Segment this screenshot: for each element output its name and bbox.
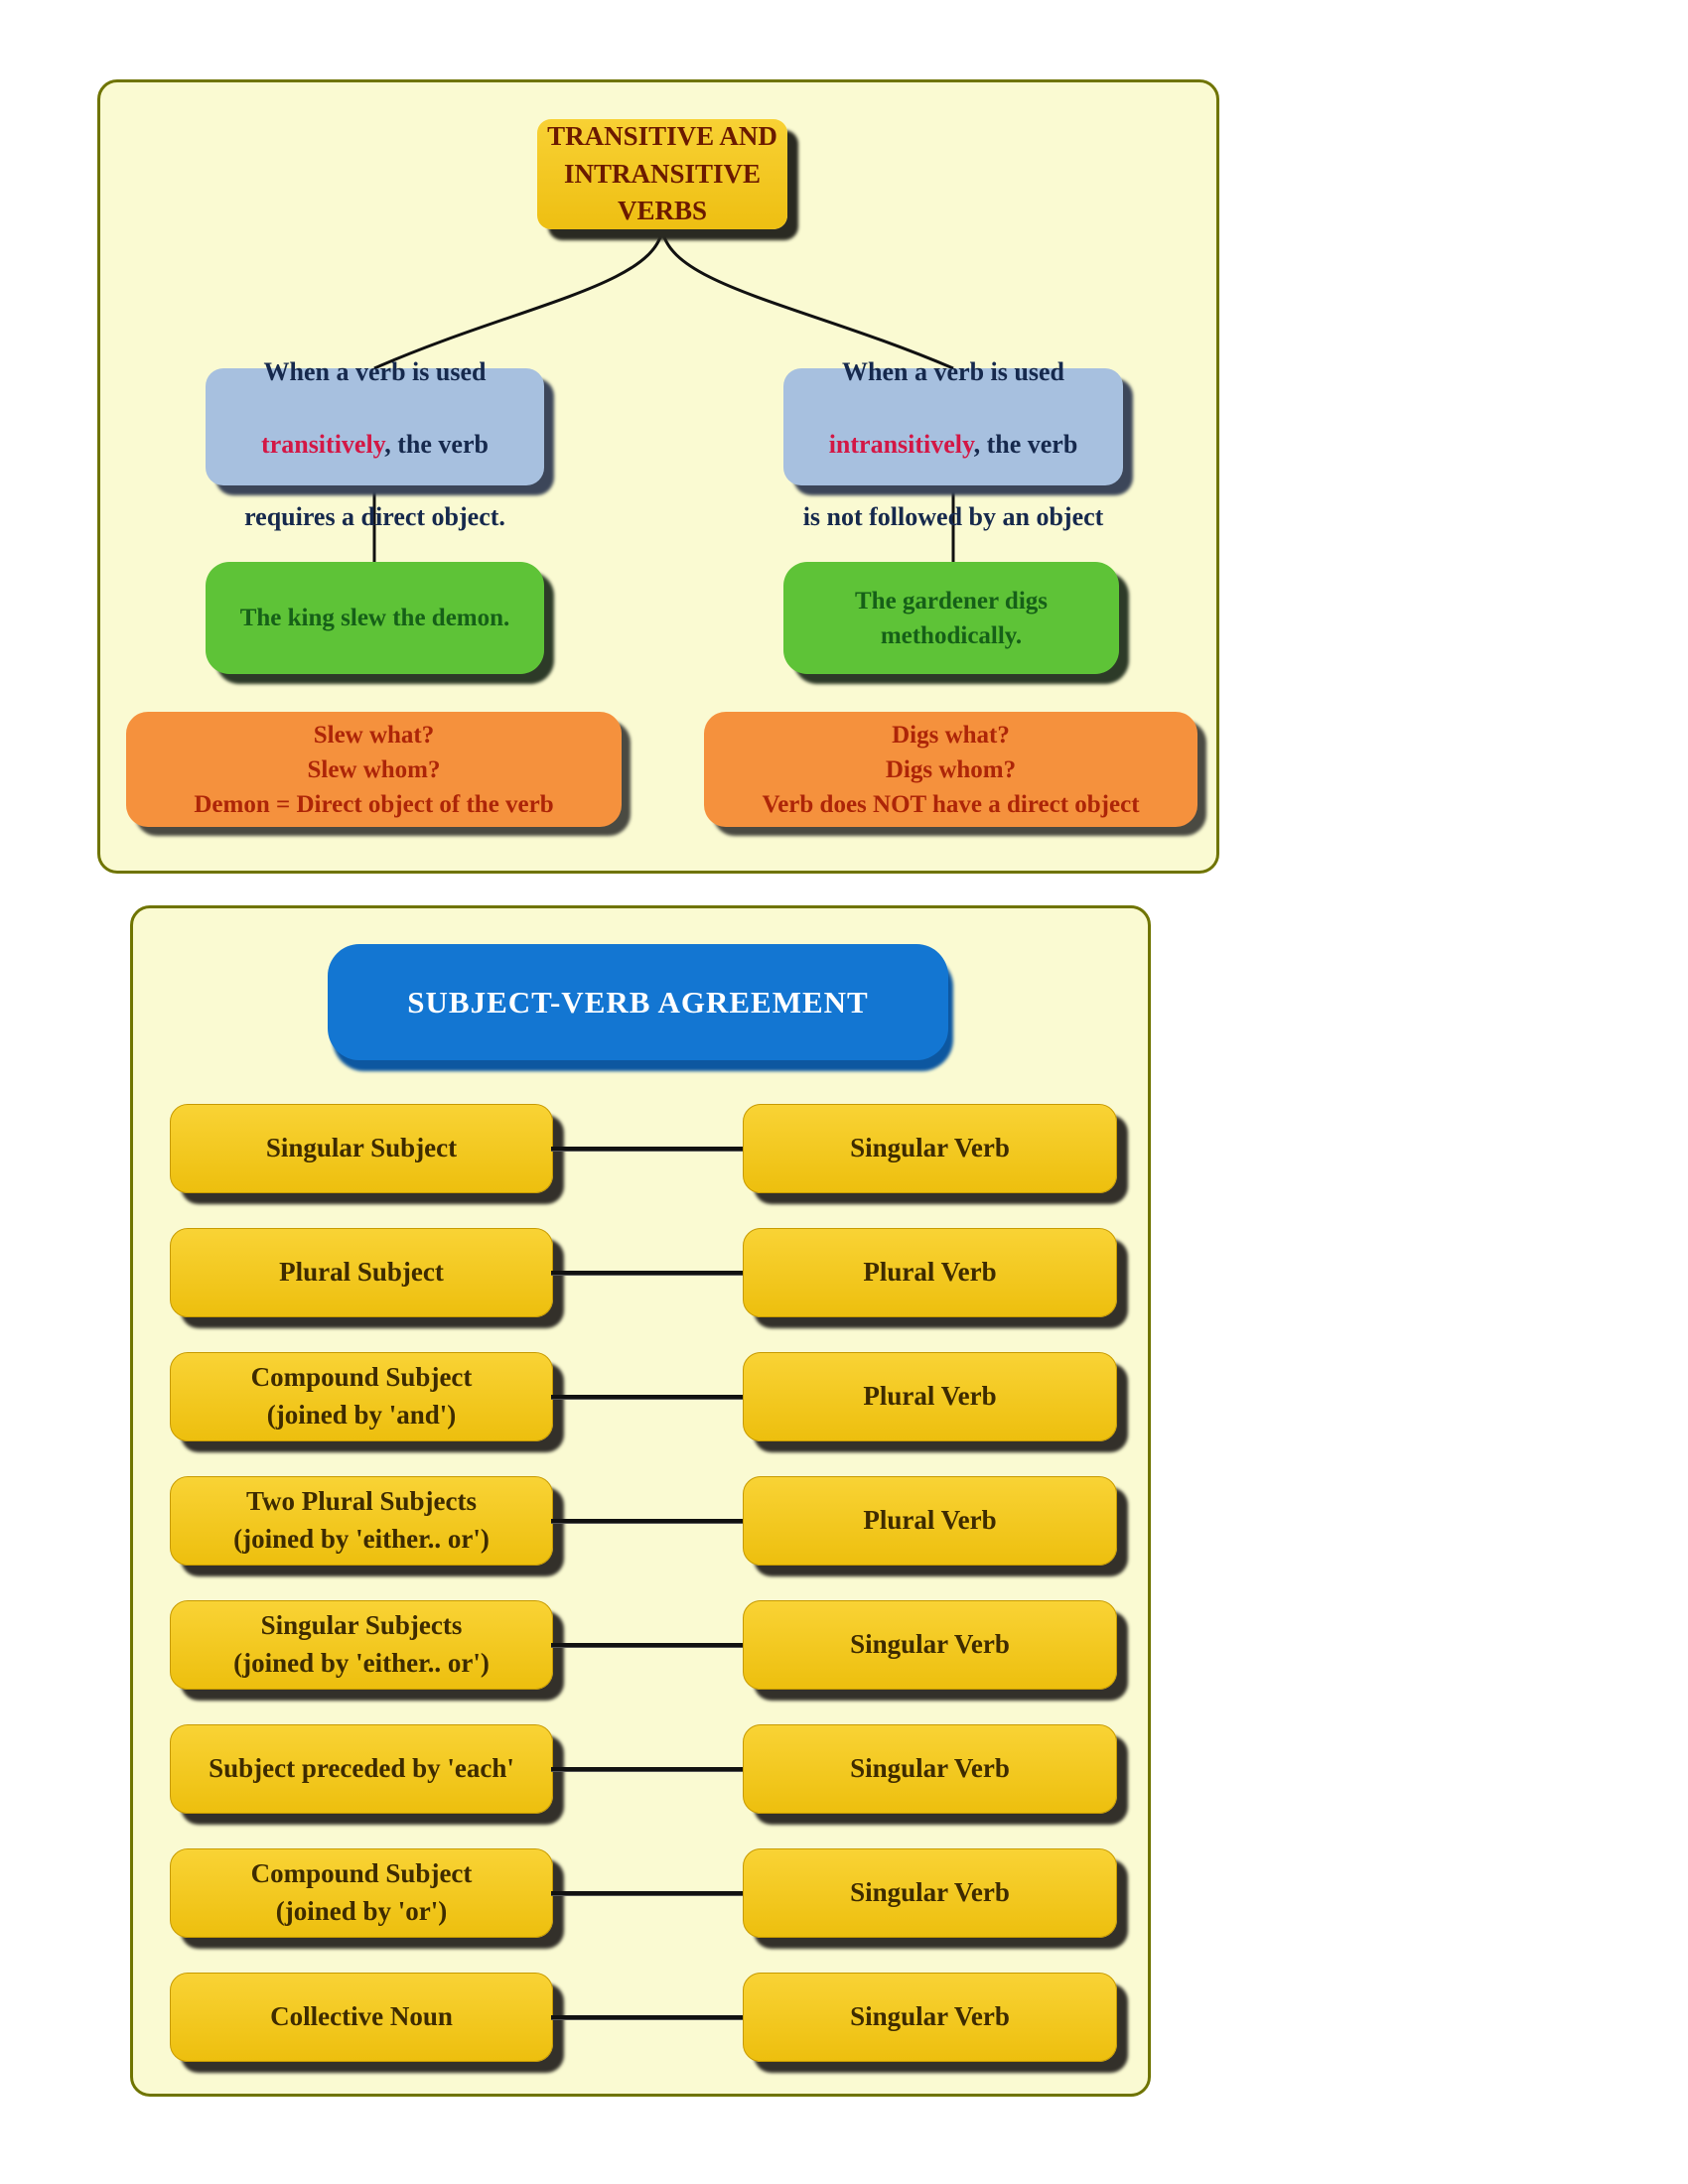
intransitive-example-box: The gardener digs methodically. [783, 562, 1119, 674]
agreement-row: Singular Subject Singular Verb [133, 1089, 1154, 1208]
definition-line2-rest: , the verb [973, 430, 1078, 459]
agreement-row: Collective Noun Singular Verb [133, 1958, 1154, 2077]
agreement-row: Plural Subject Plural Verb [133, 1213, 1154, 1332]
row-connector-line [551, 1395, 743, 1400]
subject-box: Compound Subject (joined by 'or') [170, 1848, 553, 1938]
verb-box: Singular Verb [743, 1973, 1117, 2062]
subject-box: Plural Subject [170, 1228, 553, 1317]
row-connector-line [551, 1643, 743, 1648]
definition-line1: When a verb is used [263, 357, 487, 387]
definition-line1: When a verb is used [842, 357, 1064, 387]
intransitive-analysis-box: Digs what? Digs whom? Verb does NOT have… [704, 712, 1197, 827]
verb-box: Plural Verb [743, 1228, 1117, 1317]
definition-line3: is not followed by an object [802, 501, 1104, 531]
subject-box: Collective Noun [170, 1973, 553, 2062]
subject-verb-agreement-title: SUBJECT-VERB AGREEMENT [328, 944, 948, 1060]
subject-box: Subject preceded by 'each' [170, 1724, 553, 1814]
subject-verb-agreement-panel: SUBJECT-VERB AGREEMENT Singular Subject … [130, 905, 1151, 2097]
verb-box: Plural Verb [743, 1352, 1117, 1441]
verb-box: Singular Verb [743, 1724, 1117, 1814]
row-connector-line [551, 1891, 743, 1896]
row-connector-line [551, 2015, 743, 2020]
definition-line2-rest: , the verb [384, 430, 489, 459]
verb-box: Singular Verb [743, 1600, 1117, 1690]
transitive-analysis-box: Slew what? Slew whom? Demon = Direct obj… [126, 712, 622, 827]
agreement-row: Subject preceded by 'each' Singular Verb [133, 1709, 1154, 1829]
transitive-definition-text: When a verb is used transitively, the ve… [244, 319, 505, 535]
verb-box: Singular Verb [743, 1104, 1117, 1193]
verb-box: Plural Verb [743, 1476, 1117, 1566]
transitive-definition-box: When a verb is used transitively, the ve… [206, 357, 544, 531]
transitively-highlight: transitively [261, 430, 385, 459]
row-connector-line [551, 1271, 743, 1276]
subject-box: Singular Subjects (joined by 'either.. o… [170, 1600, 553, 1690]
verb-box: Singular Verb [743, 1848, 1117, 1938]
agreement-row: Two Plural Subjects (joined by 'either..… [133, 1461, 1154, 1580]
row-connector-line [551, 1147, 743, 1152]
intransitively-highlight: intransitively [828, 430, 974, 459]
transitive-verbs-title: TRANSITIVE AND INTRANSITIVE VERBS [537, 119, 787, 229]
definition-line3: requires a direct object. [244, 501, 505, 531]
agreement-row: Compound Subject (joined by 'or') Singul… [133, 1834, 1154, 1953]
intransitive-definition-box: When a verb is used intransitively, the … [783, 357, 1123, 531]
subject-box: Singular Subject [170, 1104, 553, 1193]
row-connector-line [551, 1767, 743, 1772]
subject-box: Compound Subject (joined by 'and') [170, 1352, 553, 1441]
transitive-example-box: The king slew the demon. [206, 562, 544, 674]
row-connector-line [551, 1519, 743, 1524]
subject-box: Two Plural Subjects (joined by 'either..… [170, 1476, 553, 1566]
intransitive-definition-text: When a verb is used intransitively, the … [803, 319, 1104, 535]
agreement-row: Compound Subject (joined by 'and') Plura… [133, 1337, 1154, 1456]
transitive-intransitive-panel: TRANSITIVE AND INTRANSITIVE VERBS When a… [97, 79, 1219, 874]
agreement-row: Singular Subjects (joined by 'either.. o… [133, 1585, 1154, 1705]
